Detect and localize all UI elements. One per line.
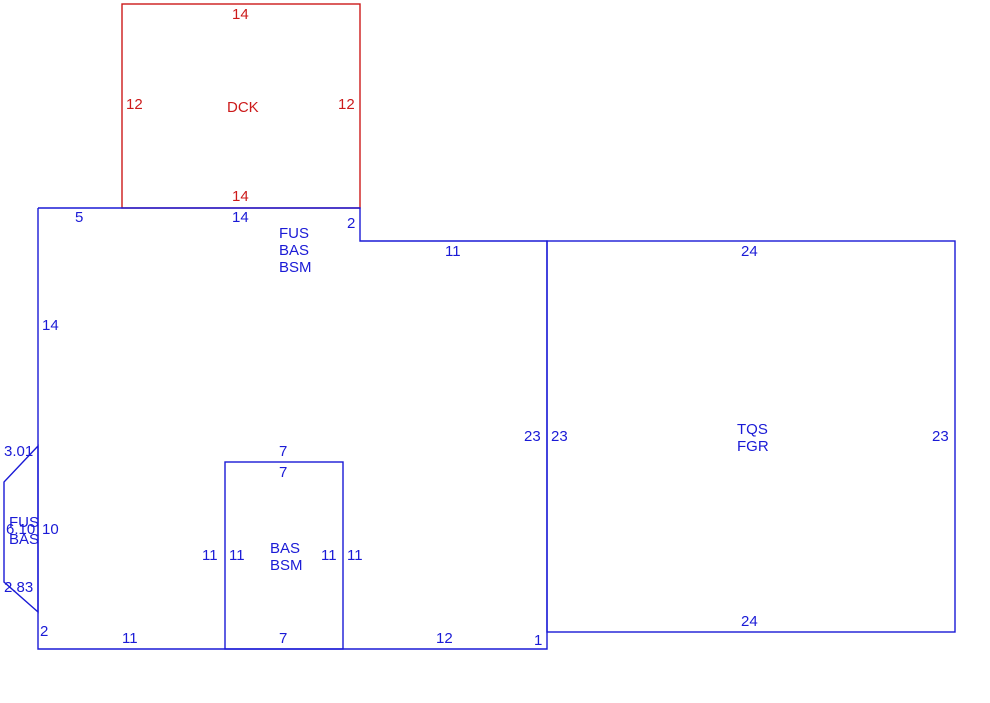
bay-dim-mid: 6.10: [6, 521, 35, 538]
bay-outline: [3, 444, 39, 614]
inset-label-bas: BAS: [270, 540, 300, 557]
main-dim-bottom-right: 12: [436, 630, 453, 647]
deck-dim-bottom: 14: [232, 188, 249, 205]
main-dim-top-mid: 14: [232, 209, 249, 226]
main-dim-left: 14: [42, 317, 59, 334]
garage-label-tqs: TQS: [737, 421, 768, 438]
inset-dim-bottom: 7: [279, 630, 287, 647]
bay-label-fus: FUS: [9, 514, 39, 531]
garage-dim-left: 23: [551, 428, 568, 445]
inset-dim-right-inner: 11: [321, 547, 337, 564]
bay-label-bas: BAS: [9, 531, 39, 548]
main-label-bsm: BSM: [279, 259, 312, 276]
main-label-bas: BAS: [279, 242, 309, 259]
inset-label-bsm: BSM: [270, 557, 303, 574]
deck-label: DCK: [227, 99, 259, 116]
bay-dim-bottom: 2.83: [4, 579, 33, 596]
inset-dim-right-outer: 11: [347, 547, 363, 564]
main-dim-top-right: 11: [445, 243, 461, 260]
main-dim-bottom-corner: 1: [534, 632, 542, 649]
garage-outline: [546, 240, 956, 633]
deck-dim-left: 12: [126, 96, 143, 113]
garage-dim-top: 24: [741, 243, 758, 260]
deck-dim-right: 12: [338, 96, 355, 113]
inset-dim-top-outer: 7: [279, 443, 287, 460]
main-label-fus: FUS: [279, 225, 309, 242]
bay-dim-top: 3.01: [4, 443, 33, 460]
main-dim-top-left: 5: [75, 209, 83, 226]
inset-dim-top-inner: 7: [279, 464, 287, 481]
inset-dim-left-inner: 11: [229, 547, 245, 564]
deck-dim-top: 14: [232, 6, 249, 23]
main-dim-right: 23: [524, 428, 541, 445]
garage-label-fgr: FGR: [737, 438, 769, 455]
basement-inset-outline: [224, 461, 344, 650]
main-dim-step: 2: [347, 215, 355, 232]
garage-dim-right: 23: [932, 428, 949, 445]
main-dim-bottom-left-short: 2: [40, 623, 48, 640]
main-dim-bottom-left: 11: [122, 630, 138, 647]
bay-dim-mid2: 10: [42, 521, 59, 538]
garage-dim-bottom: 24: [741, 613, 758, 630]
inset-dim-left-outer: 11: [202, 547, 218, 564]
